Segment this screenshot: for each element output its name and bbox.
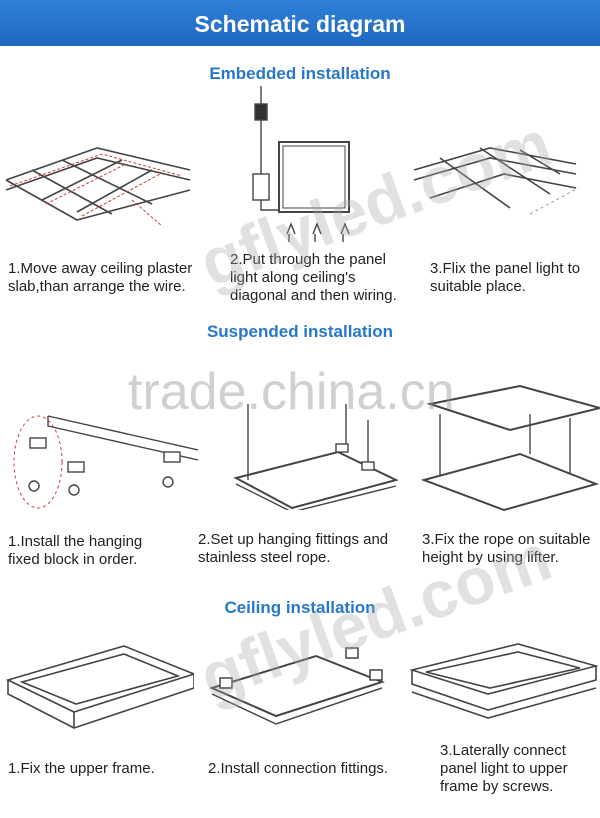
step-ceiling-2: 2.Install connection fittings. — [208, 760, 389, 777]
illustration-panel-fixed-in-grid — [410, 128, 580, 228]
step-embedded-2: 2.Put through the panel light along ceil… — [230, 251, 397, 304]
page-title: Schematic diagram — [194, 11, 406, 37]
illustration-panel-wiring — [245, 84, 365, 244]
illustration-ceiling-grid — [2, 130, 192, 230]
step-ceiling-1: 1.Fix the upper frame. — [8, 760, 155, 777]
illustration-upper-frame — [4, 640, 194, 740]
step-suspended-2: 2.Set up hanging fittings and stainless … — [198, 531, 389, 566]
illustration-suspended-panel — [228, 400, 398, 510]
step-embedded-3: 3.Flix the panel light to suitable place… — [430, 260, 581, 295]
step-suspended-1: 1.Install the hanging fixed block in ord… — [8, 533, 143, 568]
section-title-embedded: Embedded installation — [209, 64, 391, 83]
section-title-suspended: Suspended installation — [206, 322, 394, 341]
step-ceiling-3: 3.Laterally connect panel light to upper… — [440, 742, 568, 795]
step-embedded-1: 1.Move away ceiling plaster slab,than ar… — [8, 260, 193, 295]
illustration-height-adjust — [420, 384, 600, 514]
illustration-frame-with-panel — [408, 640, 598, 740]
illustration-connection-fittings — [206, 644, 386, 744]
section-title-ceiling: Ceiling installation — [224, 598, 376, 617]
page-banner: Schematic diagram — [0, 0, 600, 46]
step-suspended-3: 3.Fix the rope on suitable height by usi… — [422, 531, 591, 566]
illustration-hanging-blocks — [8, 410, 198, 510]
